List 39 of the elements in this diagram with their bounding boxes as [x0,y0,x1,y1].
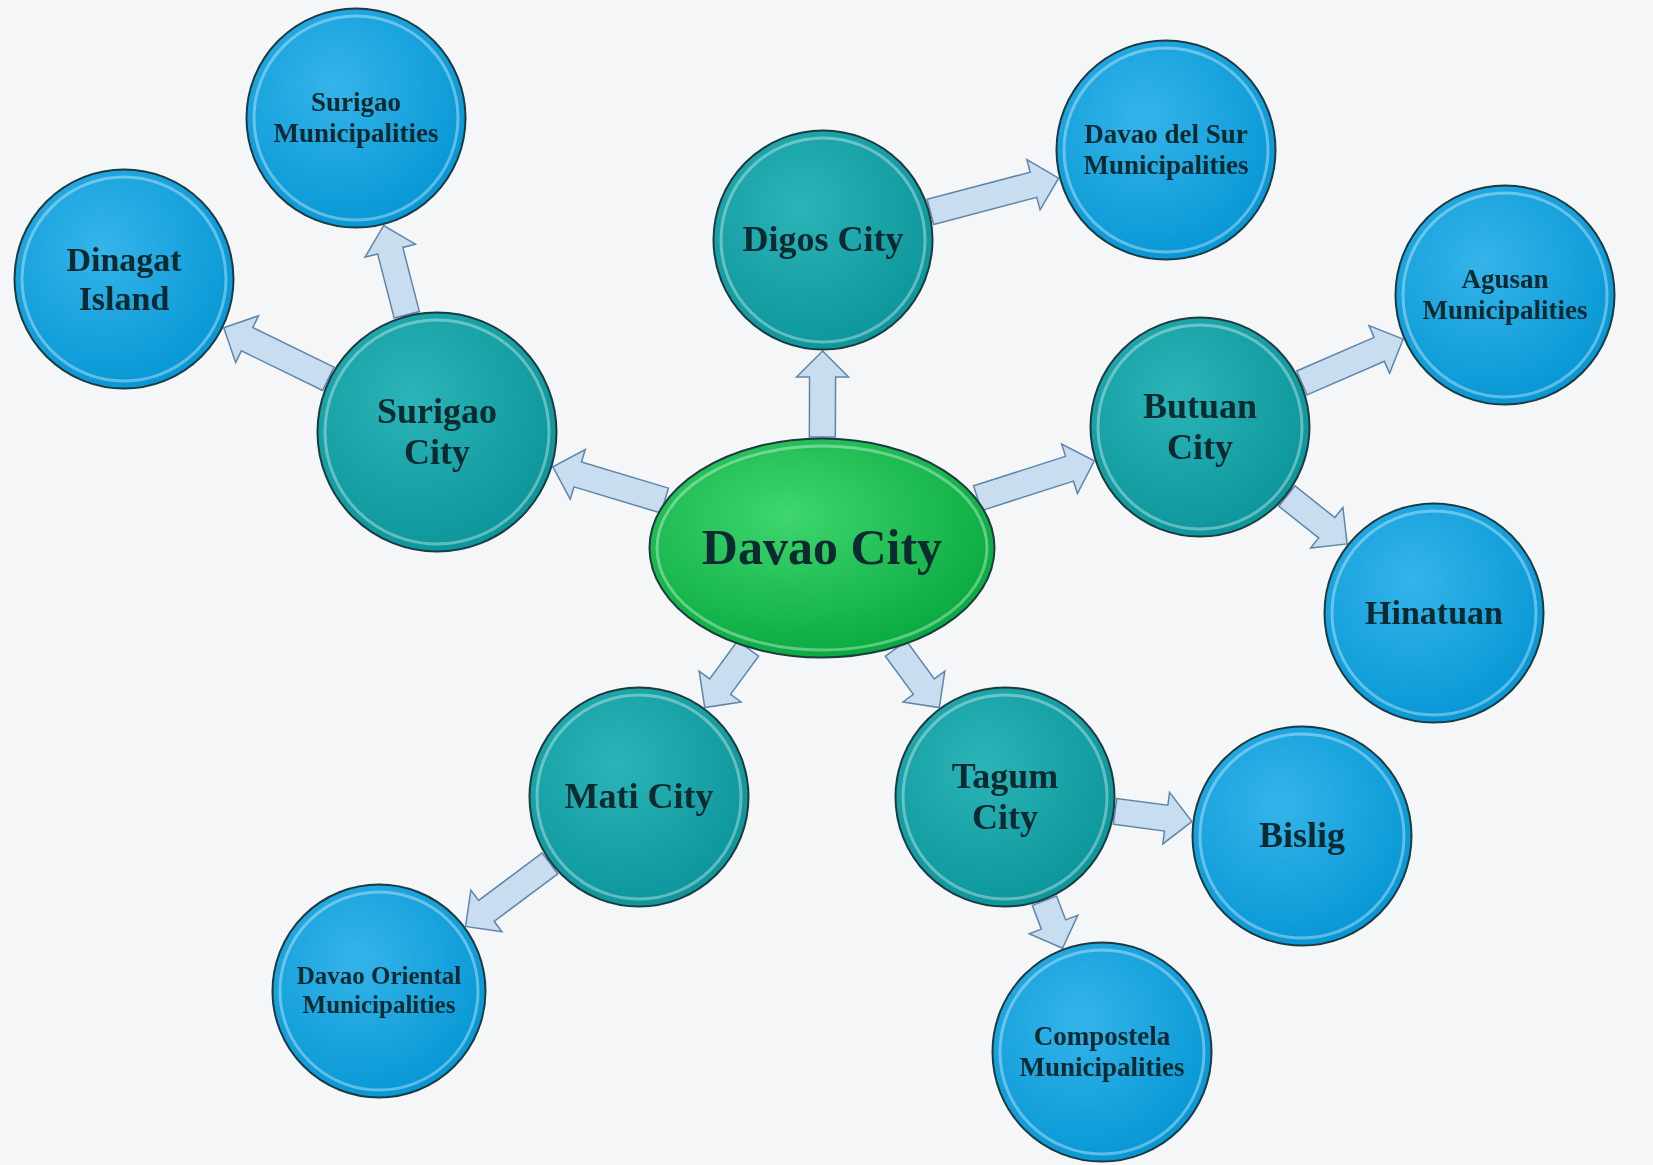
node-label: Surigao Municipalities [272,86,440,150]
circle-node [1089,316,1311,538]
block-arrow [794,349,851,438]
node-label: Tagum City [950,755,1060,839]
circle-node [271,883,487,1099]
node-label: Compostela Municipalities [1018,1020,1186,1084]
block-arrow [551,448,670,514]
block-arrow [926,158,1060,226]
block-arrow [972,442,1096,512]
node-label: Davao del Sur Municipalities [1082,118,1250,182]
node-label: Surigao City [376,390,498,474]
node-label: Hinatuan [1364,593,1504,633]
circle-node [991,941,1213,1163]
node-label: Agusan Municipalities [1421,263,1589,327]
circle-node [894,686,1116,908]
circle-node [1394,184,1616,406]
block-arrow [1277,484,1348,550]
circle-node [1055,39,1277,261]
circle-node [316,311,558,553]
circle-node [1191,725,1413,947]
circle-node [712,129,934,351]
ellipse-node [648,437,996,659]
block-arrow [1027,895,1080,950]
node-label: Bislig [1258,815,1346,857]
circle-node [1323,502,1545,724]
node-label: Digos City [741,219,905,261]
node-label: Dinagat Island [65,239,183,319]
circle-node [13,168,235,390]
node-label: Davao City [700,519,944,577]
node-label: Mati City [563,776,715,818]
node-label: Davao Oriental Municipalities [295,962,463,1020]
block-arrow [464,851,559,933]
block-arrow [1295,324,1405,396]
block-arrow [1112,790,1193,846]
block-arrow [222,314,335,392]
circle-node [245,7,467,229]
block-arrow [363,224,421,319]
node-label: Butuan City [1141,385,1259,469]
circle-node [528,686,750,908]
